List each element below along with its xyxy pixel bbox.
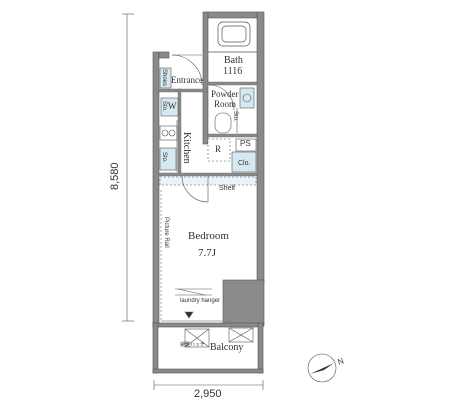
shoes-shelf xyxy=(159,67,172,89)
powder-fixtures xyxy=(208,84,255,134)
closet-box xyxy=(231,151,257,173)
kitchen-sink xyxy=(159,147,177,171)
ps-label: PS xyxy=(240,139,251,148)
picture-rail-label: Picture Rail xyxy=(163,217,169,248)
balcony-fixtures xyxy=(184,327,254,348)
dimension-lines xyxy=(122,13,264,390)
entrance-door xyxy=(171,54,203,86)
bath-label: Bath xyxy=(224,55,243,66)
shoes-shelf-label: Shoes xyxy=(161,69,167,87)
entrance-label: Entrance xyxy=(171,75,203,85)
height-dimension: 8,580 xyxy=(109,162,121,190)
bedroom-door xyxy=(181,175,209,203)
kitchen-label: Kitchen xyxy=(181,132,192,164)
closet-label: Clo. xyxy=(238,160,251,167)
washer-box xyxy=(160,97,179,117)
balcony-label: Balcony xyxy=(210,342,244,353)
storage-label-2: Sto. xyxy=(161,152,167,163)
refrigerator-box xyxy=(207,138,231,162)
laundry-hanger xyxy=(175,288,212,296)
powder-room-label-2: Room xyxy=(214,99,237,109)
laundry-hanger-label: laundry hanger xyxy=(180,298,221,304)
bath-size-label: 1116 xyxy=(223,66,243,77)
evacuation-hatch-label: 避難ハッチ xyxy=(180,342,206,348)
washer-label: W xyxy=(168,101,177,111)
bedroom-label: Bedroom xyxy=(188,230,229,242)
width-dimension: 2,950 xyxy=(194,388,222,400)
bathtub xyxy=(208,21,257,53)
shelf-label: Shelf xyxy=(219,185,235,192)
exterior-walls xyxy=(152,11,265,374)
bedroom-size-label: 7.7J xyxy=(198,247,217,259)
compass-icon xyxy=(307,353,337,383)
balcony-door xyxy=(161,311,222,322)
powder-room-label-1: Powder xyxy=(211,89,239,99)
cooktop xyxy=(159,125,178,141)
ps-box xyxy=(235,138,257,152)
storage-label-3: Sto. xyxy=(232,111,238,122)
refrigerator-label: R xyxy=(215,144,222,154)
storage-label-1: Sto. xyxy=(161,101,167,112)
